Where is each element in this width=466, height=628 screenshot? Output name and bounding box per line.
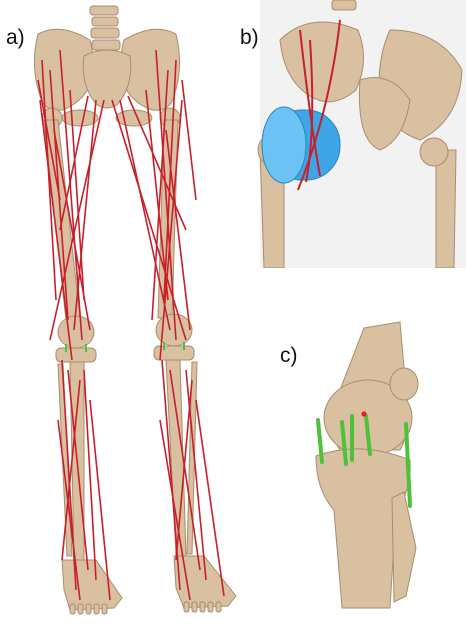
panel-a-label: a) [6,26,25,50]
hip-wrap-figure [240,0,466,268]
panel-c-label: c) [280,344,298,368]
landmark-point [361,411,366,416]
lower-limb-skeleton-figure [0,0,250,628]
spine [90,6,120,50]
panel-a: a) [0,0,250,628]
panel-c: c) [280,320,466,620]
wrapping-cylinder [262,107,340,183]
knee-bones [316,322,418,608]
panel-b: b) [240,0,466,268]
panel-b-label: b) [240,26,259,50]
knee-ligament-figure [280,320,466,620]
knees [56,314,194,362]
